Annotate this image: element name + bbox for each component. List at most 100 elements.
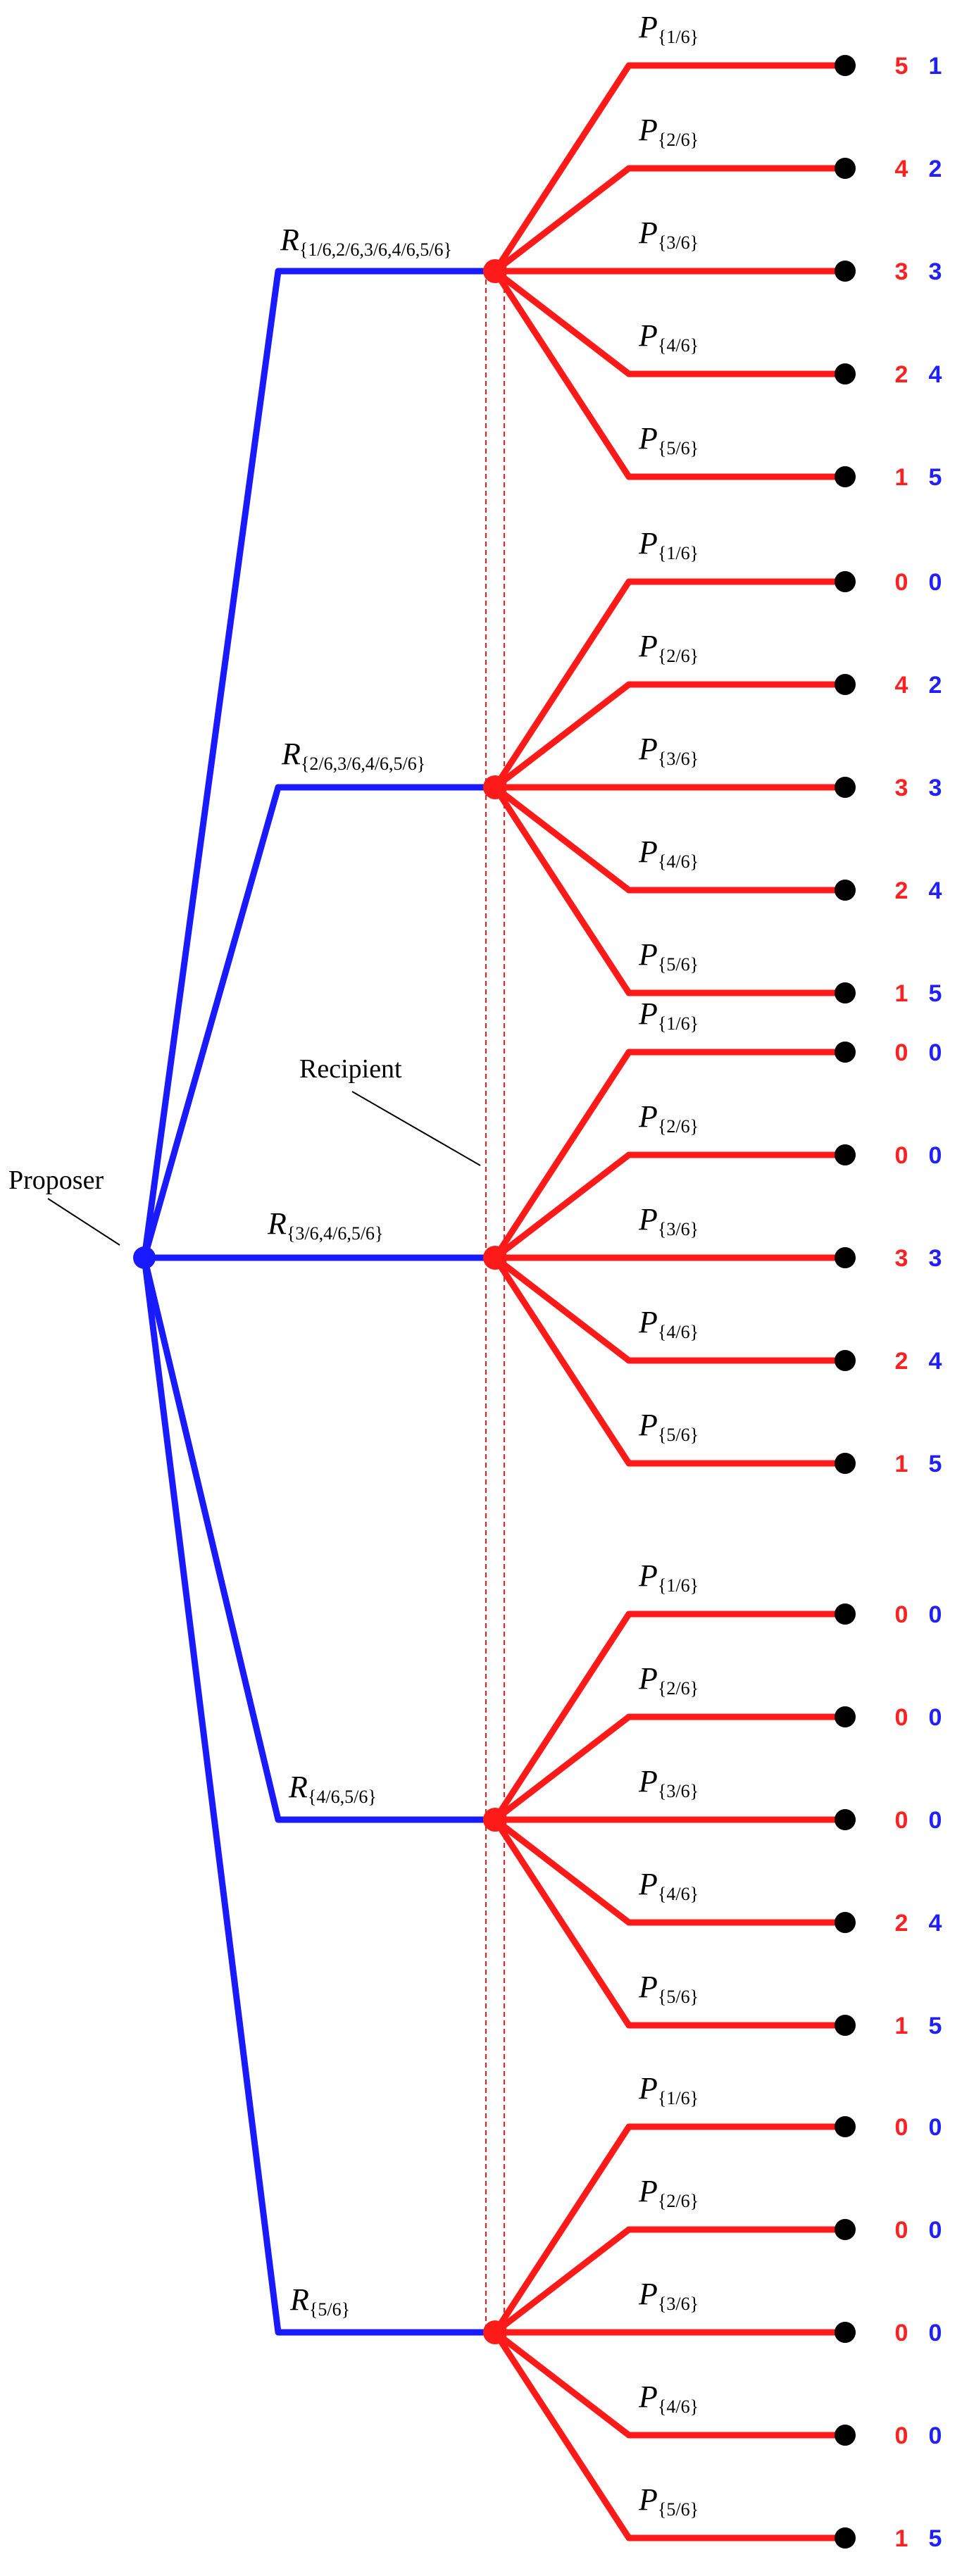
- proposal-label: P{3/6}: [638, 732, 699, 769]
- proposal-label: P{3/6}: [638, 2277, 699, 2314]
- payoff-proposer: 0: [895, 2217, 908, 2244]
- recipient-branches: [492, 62, 845, 2541]
- proposal-label: P{2/6}: [638, 629, 699, 666]
- recipient-branch: [492, 1256, 845, 1467]
- payoff-recipient: 3: [929, 258, 942, 285]
- payoff-proposer: 0: [895, 1142, 908, 1169]
- recipient-branch: [492, 578, 845, 789]
- rule-label: R{1/6,2/6,3/6,4/6,5/6}: [280, 223, 452, 260]
- proposal-label: P{1/6}: [638, 1558, 699, 1596]
- rule-label: R{3/6,4/6,5/6}: [267, 1206, 384, 1244]
- terminal-node: [835, 777, 856, 798]
- recipient-node: [483, 2320, 507, 2344]
- payoff-recipient: 4: [929, 361, 942, 388]
- proposal-label: P{5/6}: [638, 1408, 699, 1445]
- payoff-proposer: 1: [895, 1451, 908, 1477]
- terminal-node: [835, 2219, 856, 2240]
- payoff-recipient: 1: [929, 53, 942, 80]
- recipient-label: Recipient: [299, 1054, 402, 1084]
- payoff-proposer: 1: [895, 464, 908, 491]
- terminal-node: [835, 1144, 856, 1165]
- payoff-recipient: 2: [929, 156, 942, 182]
- proposal-label: P{5/6}: [638, 421, 699, 458]
- terminal-node: [835, 674, 856, 695]
- rule-label: R{2/6,3/6,4/6,5/6}: [281, 737, 425, 774]
- payoff-recipient: 0: [929, 1601, 942, 1628]
- recipient-branch: [492, 269, 845, 480]
- payoff-proposer: 3: [895, 258, 908, 285]
- recipient-branch: [493, 2330, 845, 2439]
- terminal-node: [835, 2015, 856, 2036]
- payoff-recipient: 0: [929, 1807, 942, 1834]
- rule-label: R{5/6}: [289, 2282, 350, 2320]
- terminal-node: [835, 2322, 856, 2343]
- payoff-recipient: 3: [929, 1245, 942, 1272]
- payoff-recipient: 0: [929, 2114, 942, 2141]
- recipient-branch: [493, 1713, 845, 1822]
- terminal-node: [835, 1453, 856, 1474]
- terminal-node: [835, 571, 856, 592]
- proposal-label: P{4/6}: [638, 1305, 699, 1342]
- terminal-node: [835, 2116, 856, 2137]
- proposal-label: P{2/6}: [638, 1099, 699, 1137]
- proposer-node: [133, 1246, 156, 1269]
- payoff-proposer: 5: [895, 53, 908, 80]
- terminal-node: [835, 1350, 856, 1371]
- proposal-label: P{3/6}: [638, 1202, 699, 1239]
- recipient-branch: [492, 1818, 845, 2029]
- terminal-node: [835, 2425, 856, 2446]
- payoff-proposer: 2: [895, 1910, 908, 1937]
- recipient-branch: [493, 1255, 845, 1364]
- payoff-recipient: 0: [929, 2422, 942, 2449]
- terminal-node: [835, 1042, 856, 1063]
- proposer-branch: [141, 1257, 495, 2336]
- proposer-branch: [141, 784, 495, 1259]
- proposal-label: P{4/6}: [638, 834, 699, 872]
- payoff-proposer: 2: [895, 1348, 908, 1375]
- terminal-node: [835, 1912, 856, 1933]
- payoff-proposer: 3: [895, 1245, 908, 1272]
- payoff-proposer: 0: [895, 569, 908, 596]
- proposer-branch: [141, 1256, 495, 1823]
- payoff-recipient: 5: [929, 2013, 942, 2039]
- proposer-pointer-line: [47, 1198, 120, 1246]
- recipient-information-set: [485, 271, 505, 2332]
- proposal-label: P{1/6}: [638, 2071, 699, 2108]
- payoff-recipient: 4: [929, 1348, 942, 1375]
- recipient-branch: [492, 62, 845, 273]
- terminal-node: [835, 158, 856, 179]
- proposal-label: P{1/6}: [638, 526, 699, 563]
- payoff-recipient: 5: [929, 464, 942, 491]
- proposal-label: P{3/6}: [638, 1764, 699, 1801]
- proposal-label: P{4/6}: [638, 1867, 699, 1904]
- proposal-label: P{5/6}: [638, 937, 699, 975]
- payoff-recipient: 0: [929, 2217, 942, 2244]
- recipient-branch: [492, 2330, 845, 2541]
- proposal-label: P{5/6}: [638, 2482, 699, 2520]
- recipient-branch: [492, 1049, 845, 1260]
- payoff-proposer: 1: [895, 2013, 908, 2039]
- proposal-label: P{2/6}: [638, 113, 699, 150]
- recipient-branch: [493, 1151, 845, 1261]
- terminal-node: [835, 363, 856, 384]
- terminal-node: [835, 1247, 856, 1268]
- payoff-recipient: 0: [929, 1142, 942, 1169]
- payoff-proposer: 3: [895, 775, 908, 801]
- payoff-proposer: 4: [895, 672, 908, 699]
- payoff-proposer: 0: [895, 1704, 908, 1731]
- terminal-node: [835, 1706, 856, 1727]
- payoff-proposer: 0: [895, 2320, 908, 2346]
- terminal-node: [835, 982, 856, 1003]
- recipient-branch: [492, 785, 845, 996]
- payoff-proposer: 0: [895, 1807, 908, 1834]
- payoff-proposer: 0: [895, 2422, 908, 2449]
- proposer-label: Proposer: [8, 1165, 104, 1195]
- recipient-node: [483, 1808, 507, 1832]
- payoff-proposer: 4: [895, 156, 908, 182]
- payoff-recipient: 0: [929, 1704, 942, 1731]
- terminal-node: [835, 1603, 856, 1625]
- terminal-node: [835, 261, 856, 282]
- terminal-node: [835, 880, 856, 901]
- proposal-label: P{1/6}: [638, 996, 699, 1034]
